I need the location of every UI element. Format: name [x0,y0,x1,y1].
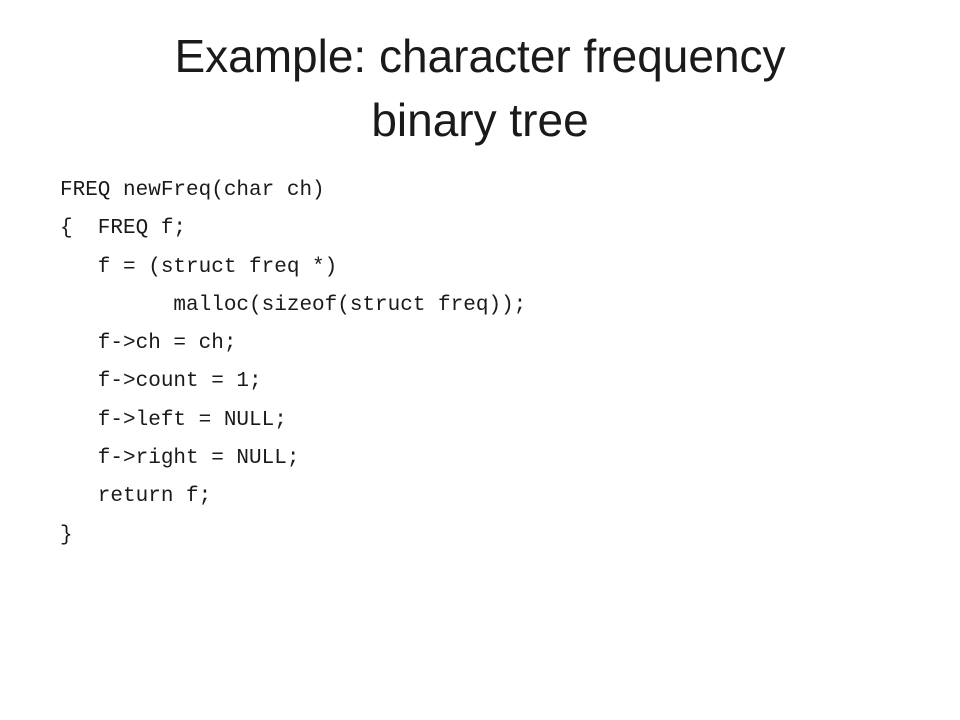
code-line-7: f->left = NULL; [60,408,287,432]
code-line-2: { FREQ f; [60,217,187,241]
code-line-5: f->ch = ch; [60,332,237,356]
slide-title: Example: character frequency binary tree [60,24,900,152]
code-line-8: f->right = NULL; [60,447,300,471]
code-line-6: f->count = 1; [60,370,262,394]
slide-title-line-2: binary tree [371,94,589,146]
code-line-9: return f; [60,485,212,509]
code-line-4: malloc(sizeof(struct freq)); [60,293,527,317]
code-block: FREQ newFreq(char ch) { FREQ f; f = (str… [60,172,920,555]
slide-title-line-1: Example: character frequency [174,30,786,82]
code-line-3: f = (struct freq *) [60,255,338,279]
code-line-10: } [60,523,73,547]
code-line-1: FREQ newFreq(char ch) [60,179,325,202]
